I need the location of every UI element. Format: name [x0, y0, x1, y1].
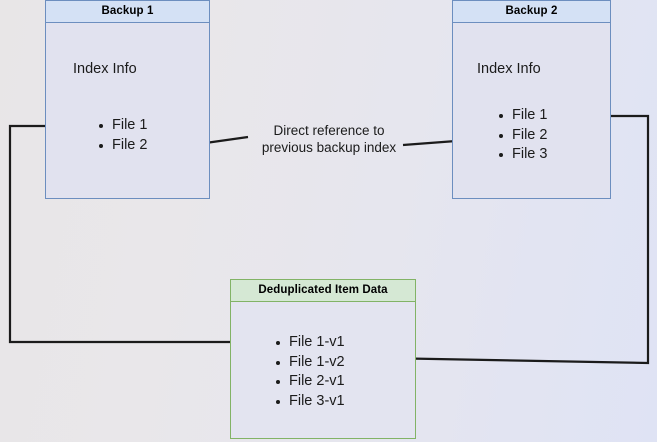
list-item: File 1-v1 — [276, 333, 345, 353]
node-backup1-caption: Index Info — [73, 61, 137, 77]
list-item: File 1 — [99, 116, 147, 136]
list-item: File 2-v1 — [276, 372, 345, 392]
node-backup2-caption: Index Info — [477, 61, 541, 77]
node-backup2[interactable]: Backup 2 Index Info File 1 File 2 File 3 — [452, 0, 611, 199]
edge-label-direct-reference: Direct reference to previous backup inde… — [249, 123, 409, 156]
list-item: File 1 — [499, 106, 547, 126]
list-item: File 1-v2 — [276, 353, 345, 373]
list-item: File 3-v1 — [276, 392, 345, 412]
node-backup1-header: Backup 1 — [46, 1, 209, 23]
node-deduplicated-item-data-file-list: File 1-v1 File 1-v2 File 2-v1 File 3-v1 — [276, 333, 345, 411]
node-backup2-header: Backup 2 — [453, 1, 610, 23]
edge-label-line-1: Direct reference to — [273, 123, 385, 138]
node-backup2-file-list: File 1 File 2 File 3 — [499, 106, 547, 165]
list-item: File 2 — [499, 126, 547, 146]
node-deduplicated-item-data-header: Deduplicated Item Data — [231, 280, 415, 302]
node-backup1-file-list: File 1 File 2 — [99, 116, 147, 155]
list-item: File 3 — [499, 145, 547, 165]
node-deduplicated-item-data[interactable]: Deduplicated Item Data File 1-v1 File 1-… — [230, 279, 416, 439]
node-backup1[interactable]: Backup 1 Index Info File 1 File 2 — [45, 0, 210, 199]
list-item: File 2 — [99, 136, 147, 156]
edge-label-line-2: previous backup index — [261, 139, 397, 155]
